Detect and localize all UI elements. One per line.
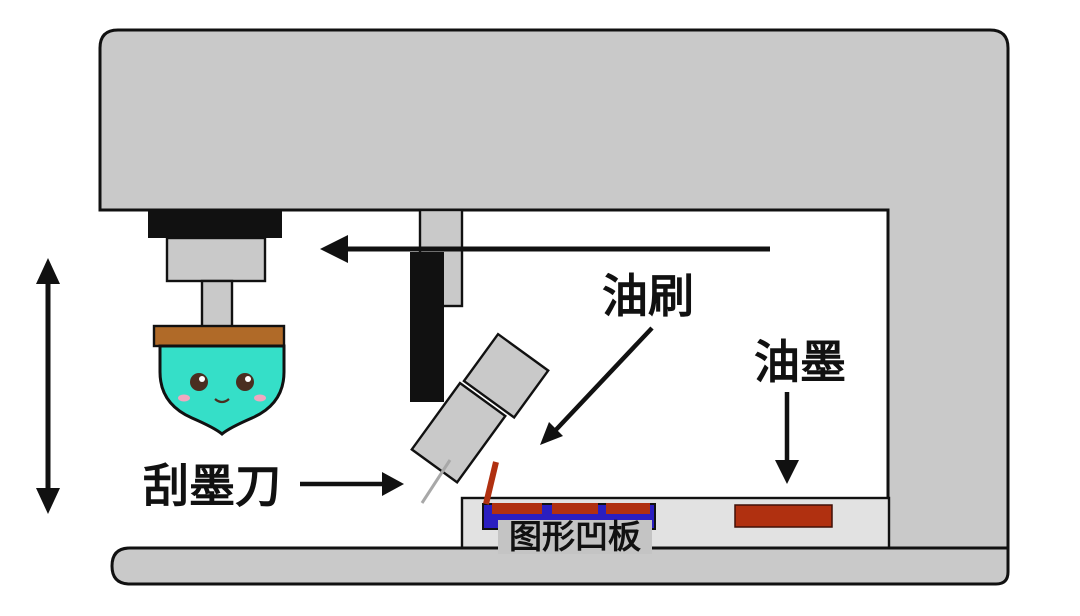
plate-label-box — [498, 520, 652, 554]
oil-brush-label: 油刷 — [602, 269, 694, 323]
silicone-pad — [158, 344, 286, 436]
brush-assembly — [410, 332, 550, 485]
doctor-blade-label: 刮墨刀 — [143, 459, 281, 513]
ink-streak — [483, 461, 499, 505]
head-mount — [148, 210, 282, 238]
brush-black-bar — [410, 252, 444, 402]
ink-slab — [734, 504, 833, 528]
doctor-blade-arrow — [300, 472, 404, 496]
machine-base — [110, 546, 1010, 586]
machine-frame — [98, 28, 1010, 550]
head-stem — [200, 279, 234, 330]
plate-ink-groove — [552, 503, 598, 514]
plate-ink-groove — [492, 503, 542, 514]
oil-brush-arrow — [540, 326, 654, 445]
pad-face — [178, 373, 266, 404]
plate-label: 图形凹板 — [509, 517, 641, 556]
brush-arm-lower — [410, 381, 507, 485]
vertical-motion-arrow — [36, 258, 60, 514]
doctor-blade-edge — [420, 459, 452, 504]
plate-ink-groove — [606, 503, 650, 514]
ink-arrow — [775, 392, 799, 484]
ink-label: 油墨 — [754, 335, 846, 389]
horizontal-motion-arrow — [320, 235, 770, 263]
brush-arm-upper — [462, 332, 550, 420]
print-head — [148, 210, 286, 436]
head-block — [165, 236, 267, 283]
pad-holder-bar — [152, 324, 286, 348]
